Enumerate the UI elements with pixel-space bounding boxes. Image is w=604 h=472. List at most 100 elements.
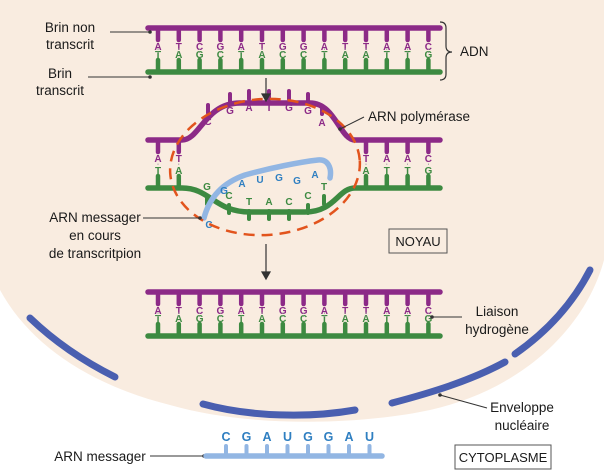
bottom-base-letter: G: [425, 314, 433, 325]
bottom-base-letter: T: [238, 314, 244, 325]
bottom-base-letter: A: [258, 314, 265, 325]
bottom-base-letter: C: [279, 314, 286, 325]
bottom-base-letter: T: [405, 314, 411, 325]
open-top-letter: G: [226, 106, 234, 117]
top-base-letter: G: [279, 306, 287, 317]
open-bottom-letter: T: [321, 182, 327, 193]
open-top-letter: A: [318, 118, 325, 129]
top-base-letter: T: [176, 306, 182, 317]
top-base-letter: T: [363, 306, 369, 317]
mrna-final-letter: A: [344, 430, 353, 444]
top-base-letter: C: [425, 42, 432, 53]
top-base-letter: A: [404, 154, 411, 165]
open-bottom-letter: C: [304, 191, 311, 202]
noyau-label: NOYAU: [395, 234, 440, 249]
open-top-letter: A: [245, 103, 252, 114]
top-base-letter: A: [383, 42, 390, 53]
open-bottom-letter: T: [246, 197, 252, 208]
mrna-strand-forming: [201, 157, 334, 221]
bottom-base-letter: C: [217, 50, 224, 61]
mrna-final-letter: C: [221, 430, 230, 444]
open-bottom-letter: C: [225, 191, 232, 202]
bottom-base-letter: A: [342, 50, 349, 61]
brin-transcrit-leader-dot: [148, 75, 152, 79]
enveloppe-nucleaire-leader-dot: [438, 393, 442, 397]
top-base-letter: A: [321, 42, 328, 53]
bottom-base-letter: T: [155, 166, 161, 177]
top-base-letter: G: [217, 42, 225, 53]
top-base-letter: T: [363, 42, 369, 53]
bottom-base-letter: T: [384, 166, 390, 177]
bottom-base-letter: G: [425, 50, 433, 61]
mrna-final-letter: G: [242, 430, 252, 444]
cytoplasme-box: [454, 444, 552, 470]
bottom-base-letter: T: [384, 50, 390, 61]
bottom-base-letter: A: [258, 50, 265, 61]
top-base-letter: A: [238, 42, 245, 53]
mrna-forming-letter: A: [238, 179, 245, 190]
bottom-base-letter: T: [405, 50, 411, 61]
top-base-letter: C: [425, 306, 432, 317]
mrna-final-letter: A: [262, 430, 271, 444]
noyau-box: [388, 228, 448, 254]
bottom-base-letter: C: [300, 314, 307, 325]
rna-polymerase-outline: [168, 97, 362, 237]
mrna-forming-letter: G: [220, 186, 228, 197]
top-base-letter: A: [383, 306, 390, 317]
brin-non-transcrit-leader-dot: [148, 30, 152, 34]
top-base-letter: T: [259, 306, 265, 317]
bottom-base-letter: A: [175, 166, 182, 177]
mrna-final-letter: U: [365, 430, 374, 444]
top-base-letter: C: [196, 42, 203, 53]
bottom-base-letter: A: [362, 50, 369, 61]
nuclear-envelope: [26, 266, 594, 419]
top-base-letter: G: [217, 306, 225, 317]
bottom-base-letter: A: [362, 314, 369, 325]
top-base-letter: T: [176, 154, 182, 165]
top-base-letter: A: [154, 42, 161, 53]
liaison-hydrogene-leader-dot: [430, 315, 434, 319]
bottom-base-letter: T: [238, 50, 244, 61]
top-base-letter: C: [196, 306, 203, 317]
mrna-final-letter: G: [324, 430, 334, 444]
mrna-final-letter: G: [303, 430, 313, 444]
open-top-letter: G: [304, 106, 312, 117]
mrna-forming-letter: C: [205, 220, 212, 231]
top-base-letter: A: [404, 306, 411, 317]
top-base-letter: G: [300, 42, 308, 53]
open-top-letter: C: [204, 117, 211, 128]
mrna-forming-letter: U: [256, 175, 263, 186]
arn-polymerase-leader-dot: [338, 127, 342, 131]
bottom-base-letter: C: [300, 50, 307, 61]
top-base-letter: A: [154, 306, 161, 317]
bottom-base-letter: T: [155, 50, 161, 61]
top-base-letter: A: [238, 306, 245, 317]
open-top-letter: T: [266, 103, 272, 114]
top-base-letter: C: [425, 154, 432, 165]
bottom-base-letter: C: [217, 314, 224, 325]
top-base-letter: A: [321, 306, 328, 317]
open-bottom-letter: G: [203, 182, 211, 193]
bottom-base-letter: T: [321, 314, 327, 325]
bottom-base-letter: A: [175, 314, 182, 325]
bottom-base-letter: T: [155, 314, 161, 325]
open-bottom-letter: A: [265, 197, 272, 208]
open-bottom-letter: C: [285, 197, 292, 208]
open-top-letter: G: [285, 103, 293, 114]
mrna-forming-letter: G: [275, 173, 283, 184]
top-base-letter: A: [154, 154, 161, 165]
down-arrow-1: [260, 78, 272, 103]
top-base-letter: T: [342, 306, 348, 317]
bottom-base-letter: T: [405, 166, 411, 177]
top-base-letter: T: [363, 154, 369, 165]
top-base-letter: A: [383, 154, 390, 165]
arn-messager-en-cours-leader-dot: [198, 216, 202, 220]
mrna-forming-letter: G: [293, 176, 301, 187]
